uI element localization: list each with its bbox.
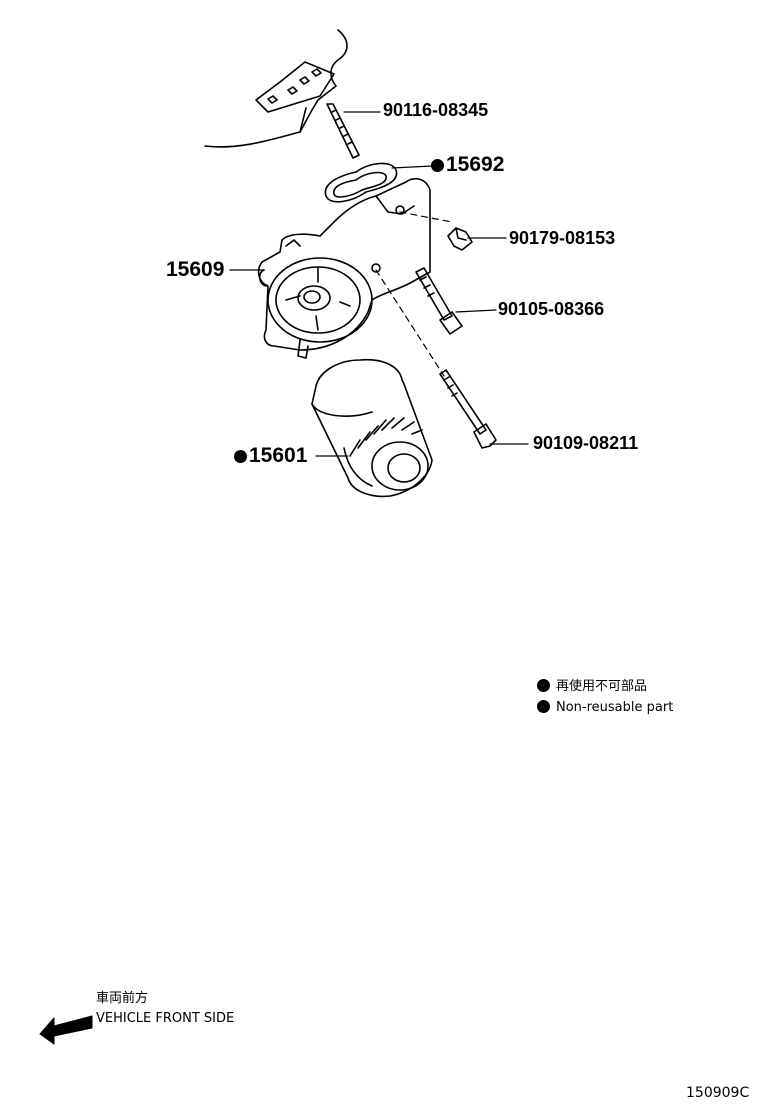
non-reusable-dot-icon (431, 159, 444, 172)
part-number: 15601 (249, 444, 308, 467)
gasket-drawing (324, 162, 398, 203)
union-fitting-drawing (447, 227, 473, 251)
part-label-90109-08211[interactable]: 90109-08211 (533, 434, 638, 452)
part-label-15692[interactable]: 15692 (431, 154, 504, 175)
bolt-90105-drawing (415, 267, 463, 335)
part-number: 15609 (166, 258, 225, 281)
non-reusable-dot-icon (537, 700, 550, 713)
bolt-90109-drawing (439, 369, 497, 449)
legend-jp: 再使用不可部品 (537, 679, 647, 693)
alignment-lines (375, 211, 453, 377)
part-number: 90109-08211 (533, 433, 639, 453)
part-label-90105-08366[interactable]: 90105-08366 (498, 300, 604, 318)
vehicle-front-arrow-icon (39, 1015, 93, 1045)
part-label-15601[interactable]: 15601 (234, 445, 307, 466)
legend-jp-text: 再使用不可部品 (556, 679, 648, 694)
part-label-15609[interactable]: 15609 (166, 259, 224, 280)
vehicle-front-en: VEHICLE FRONT SIDE (96, 1011, 235, 1026)
vehicle-front-jp: 車両前方 (96, 991, 149, 1006)
part-label-90116-08345[interactable]: 90116-08345 (383, 101, 488, 119)
leader-lines (229, 111, 529, 457)
legend-en: Non-reusable part (537, 700, 673, 714)
non-reusable-dot-icon (234, 450, 247, 463)
illustration-number: 150909C (686, 1085, 750, 1101)
part-number: 90179-08153 (509, 228, 616, 248)
part-label-90179-08153[interactable]: 90179-08153 (509, 229, 615, 247)
part-number: 15692 (446, 153, 505, 176)
stud-bolt-drawing (326, 103, 360, 159)
non-reusable-dot-icon (537, 679, 550, 692)
part-number: 90105-08366 (498, 299, 605, 319)
part-number: 90116-08345 (383, 100, 489, 120)
oil-filter-bracket-drawing (257, 177, 431, 359)
oil-filter-drawing (311, 358, 433, 498)
engine-block-drawing (204, 29, 348, 148)
legend-en-text: Non-reusable part (556, 700, 674, 715)
